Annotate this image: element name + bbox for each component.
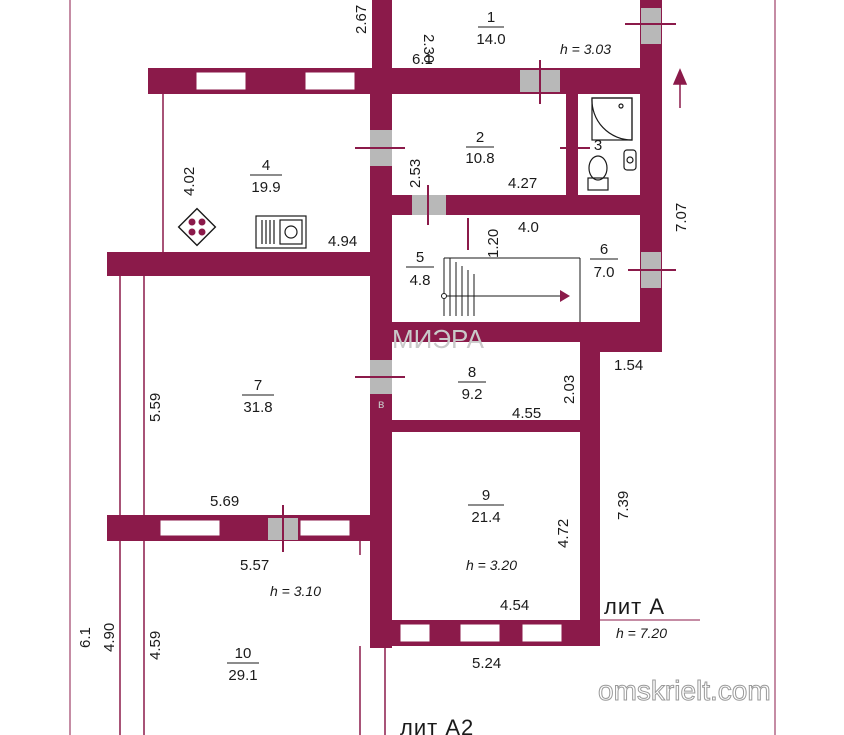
dim-5-69: 5.69 (210, 493, 239, 510)
room-8-number: 8 (468, 364, 476, 381)
dim-4-72: 4.72 (555, 519, 572, 548)
height-3-10: h = 3.10 (270, 583, 321, 599)
dim-1-20: 1.20 (485, 229, 502, 258)
watermark-brand: МИЭРА (392, 324, 485, 354)
watermark-letter: в (378, 397, 384, 411)
lit-a-label: лит А (604, 594, 665, 619)
room-1-number: 1 (487, 9, 495, 26)
dim-2-53: 2.53 (407, 159, 424, 188)
walls (107, 0, 662, 648)
outline-lines (69, 0, 776, 735)
dimension-labels: 2.67 2.30 6.1 4.02 4.94 2.53 4.27 1.20 4… (77, 5, 690, 672)
dim-6-1-left: 6.1 (77, 627, 94, 648)
dim-4-02: 4.02 (181, 167, 198, 196)
room-6-number: 6 (600, 241, 608, 258)
room-3-number: 3 (594, 137, 602, 154)
room-4-area: 19.9 (251, 179, 280, 196)
watermark: МИЭРА в omskrielt.com (378, 324, 771, 707)
room-6-area: 7.0 (594, 264, 615, 281)
watermark-site: omskrielt.com (598, 675, 771, 706)
dim-4-94: 4.94 (328, 233, 357, 250)
dim-5-57: 5.57 (240, 557, 269, 574)
height-7-20: h = 7.20 (616, 625, 667, 641)
stairs-icon (441, 257, 581, 322)
room-2-number: 2 (476, 129, 484, 146)
dim-2-03: 2.03 (561, 375, 578, 404)
room-2-area: 10.8 (465, 150, 494, 167)
dim-4-55: 4.55 (512, 405, 541, 422)
room-5-number: 5 (416, 249, 424, 266)
height-3-20: h = 3.20 (466, 557, 517, 573)
sink-icon (623, 149, 637, 171)
room-7-area: 31.8 (243, 399, 272, 416)
stove-icon (177, 207, 217, 247)
dim-2-30: 2.30 (420, 34, 437, 63)
kitchen-sink-icon (255, 215, 307, 249)
toilet-icon (587, 155, 609, 191)
dim-5-59: 5.59 (147, 393, 164, 422)
arrow-up-icon (672, 68, 688, 108)
dim-1-54: 1.54 (614, 357, 643, 374)
building-labels: лит А лит А2 (400, 594, 665, 735)
room-10-number: 10 (235, 645, 252, 662)
dim-4-90: 4.90 (101, 623, 118, 652)
windows (159, 71, 563, 643)
door-ticks (282, 23, 676, 552)
dim-4-0: 4.0 (518, 219, 539, 236)
height-3-03: h = 3.03 (560, 41, 611, 57)
room-9-number: 9 (482, 487, 490, 504)
interior-lines (119, 94, 580, 735)
room-labels: 1 14.0 2 10.8 3 4 19.9 5 4.8 6 7.0 7 31.… (227, 9, 618, 684)
room-1-area: 14.0 (476, 31, 505, 48)
dim-4-54: 4.54 (500, 597, 529, 614)
room-9-area: 21.4 (471, 509, 500, 526)
dim-4-59: 4.59 (147, 631, 164, 660)
room-5-area: 4.8 (410, 272, 431, 289)
dim-5-24: 5.24 (472, 655, 501, 672)
room-4-number: 4 (262, 157, 270, 174)
shower-icon (591, 97, 633, 141)
dim-7-39: 7.39 (615, 491, 632, 520)
room-10-area: 29.1 (228, 667, 257, 684)
room-8-area: 9.2 (462, 386, 483, 403)
lit-a2-label: лит А2 (400, 715, 474, 735)
dim-6-1: 6.1 (412, 51, 433, 68)
dim-2-67: 2.67 (353, 5, 370, 34)
height-labels: h = 3.03 h = 3.10 h = 3.20 h = 7.20 (270, 41, 667, 641)
dim-7-07: 7.07 (673, 203, 690, 232)
room-7-number: 7 (254, 377, 262, 394)
dim-4-27: 4.27 (508, 175, 537, 192)
